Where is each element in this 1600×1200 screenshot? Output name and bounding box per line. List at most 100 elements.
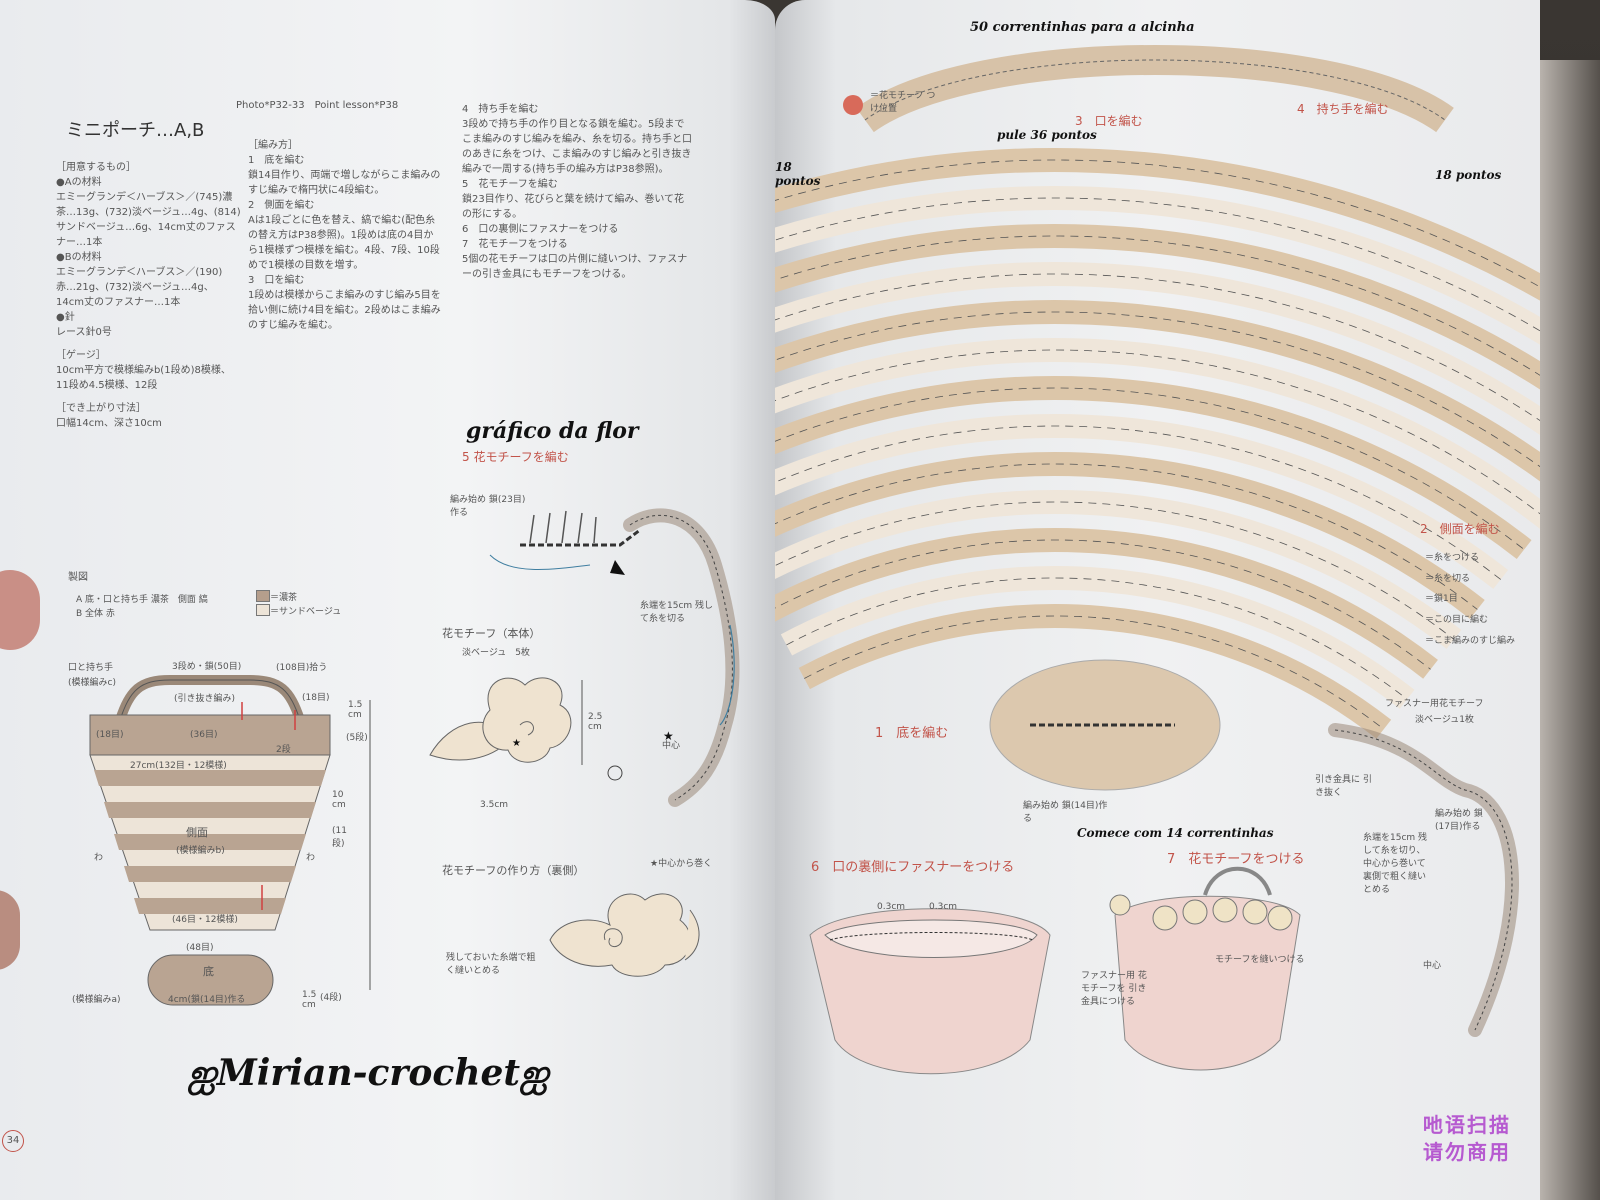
page-number: 34 <box>2 1130 24 1152</box>
method-column: ［編み方］ 1 底を編む 鎖14目作り、両端で増しながらこま編みのすじ編みで楕円… <box>248 138 443 333</box>
flower-body-color: 淡ベージュ 5枚 <box>462 648 530 658</box>
stitch-row <box>775 463 1478 610</box>
handle-pick: (108目)拾う <box>276 663 328 673</box>
wa-right: わ <box>306 853 316 863</box>
handle-label: 口と持ち手 <box>68 663 114 673</box>
flower-chart-diagram: ★ <box>489 508 740 807</box>
flower-start-label: 編み始め 鎖(23目)作る <box>450 495 526 518</box>
step3-label: 3 口を編む <box>1075 114 1143 128</box>
stitch-row <box>775 159 1540 288</box>
zipper-step-title: 6 口の裏側にファスナーをつける <box>811 860 1015 875</box>
stitch-row <box>775 273 1540 422</box>
stitch-row <box>775 311 1540 468</box>
symbol-legend: ＝糸をつける ＝糸を切る ＝鎖1目 ＝この目に編む ＝こま編みのすじ編み <box>1425 548 1535 651</box>
legend-sand-swatch <box>256 604 270 616</box>
zipper-start-label: 編み始め 鎖(17目)作る <box>1435 809 1483 832</box>
step1-text: 鎖14目作り、両端で増しながらこま編みのすじ編みで楕円状に4段編む。 <box>248 170 441 196</box>
note-start-14: Comece com 14 correntinhas <box>1077 826 1274 840</box>
materials-a-label: ●Aの材料 <box>56 177 102 188</box>
flower-roll-label: ★中心から巻く <box>650 859 713 869</box>
note-18-right: 18 pontos <box>1435 168 1502 182</box>
step1-label: 1 底を編む <box>875 726 949 741</box>
stamp-line-2: 请勿商用 <box>1423 1140 1511 1164</box>
finger-lower <box>0 890 20 970</box>
flower-make-illustration <box>549 893 700 977</box>
fan-band <box>775 338 1540 529</box>
diagram-title: 製図 <box>68 572 88 583</box>
materials-heading: ［用意するもの］ <box>56 162 136 173</box>
dim-4rows: (4段) <box>320 993 342 1003</box>
step7-title: 7 花モチーフをつける <box>462 239 568 250</box>
dim-11rows: (11段) <box>332 826 347 849</box>
attach-motif-label: モチーフを縫いつける <box>1215 955 1305 965</box>
left-page: ミニポーチ…A,B Photo*P32-33 Point lesson*P38 … <box>0 0 775 1200</box>
legend-dark: ＝濃茶 <box>270 593 298 603</box>
flower-height: 2.5 cm <box>588 712 603 732</box>
note-18-left: 18 pontos <box>775 160 821 188</box>
finger <box>0 570 40 650</box>
materials-b-text: エミーグランデ＜ハーブス＞／(190)赤…21g、(732)淡ベージュ…4g、1… <box>56 267 223 308</box>
dim-18b: (18目) <box>302 693 330 703</box>
fan-bands <box>775 148 1540 739</box>
right-page: 50 correntinhas para a alcinha pule 36 p… <box>775 0 1540 1200</box>
legend-work-in: ＝この目に編む <box>1425 615 1489 626</box>
method-column-2: 4 持ち手を編む 3段めで持ち手の作り目となる鎖を編む。5段までこま編みのすじ編… <box>462 102 692 282</box>
flower-section-title: 5 花モチーフを編む <box>462 450 569 464</box>
step2-text: Aは1段ごとに色を替え、縞で編む(配色糸の替え方はP38参照)。1段めは底の4目… <box>248 215 440 271</box>
stamp-line-1: 吔语扫描 <box>1423 1113 1511 1137</box>
method-heading: ［編み方］ <box>248 140 298 151</box>
dim-48: (48目) <box>186 943 214 953</box>
stitch-row <box>775 387 1525 550</box>
attach-step-title: 7 花モチーフをつける <box>1167 852 1305 867</box>
dim-10: 10 cm <box>332 790 346 810</box>
step4-text: 3段めで持ち手の作り目となる鎖を編む。5段までこま編みのすじ編みを編み、糸を切る… <box>462 119 692 175</box>
zipper-center-label: 中心 <box>1423 961 1442 971</box>
stitch-row <box>775 197 1540 332</box>
attach-zipper-label: ファスナー用 花モチーフを 引き金具につける <box>1081 971 1147 1007</box>
note-skip-36: pule 36 pontos <box>997 128 1097 142</box>
dim-1-5: 1.5 cm <box>348 700 363 720</box>
step4-label: 4 持ち手を編む <box>1297 102 1389 116</box>
dim-27: 27cm(132目・12模様) <box>130 761 227 771</box>
zipper-motif-title: ファスナー用花モチーフ <box>1385 699 1484 709</box>
materials-column: ［用意するもの］ ●Aの材料 エミーグランデ＜ハーブス＞／(745)濃茶…13g… <box>56 160 241 431</box>
flower-center-label: 中心 <box>662 741 681 751</box>
fan-band <box>775 414 1509 589</box>
zipper-gap-b: 0.3cm <box>929 902 958 912</box>
dim-46: (46目・12模様) <box>172 915 238 925</box>
watermark: ஐMirian-crochetஐ <box>188 1052 549 1094</box>
side-pattern: (模様編みb) <box>176 846 225 856</box>
note-50-chains: 50 correntinhas para a alcinha <box>970 20 1195 35</box>
step6-title: 6 口の裏側にファスナーをつける <box>462 224 619 235</box>
zipper-tail-label: 糸端を15cm 残して糸を切り、中心から巻いて 裏側で粗く縫いとめる <box>1363 833 1428 895</box>
stitch-row <box>804 615 1385 730</box>
page-edges <box>1540 60 1600 1200</box>
step7-text: 5個の花モチーフは口の片側に縫いつけ、ファスナーの引き金具にもモチーフをつける。 <box>462 254 688 280</box>
zipper-motif-color: 淡ベージュ1枚 <box>1415 715 1474 725</box>
fan-band <box>775 224 1540 390</box>
crochet-chart <box>775 45 1540 1075</box>
side-label: 側面 <box>186 826 208 839</box>
scan-stamp: 吔语扫描 请勿商用 <box>1423 1112 1511 1166</box>
handle-slip: (引き抜き編み) <box>174 694 236 704</box>
needle-label: ●針 <box>56 312 75 323</box>
flower-sew-label: 残しておいた糸端で粗く縫いとめる <box>446 953 536 976</box>
needle-text: レース針0号 <box>56 327 112 338</box>
bottom-label: 底 <box>203 965 214 978</box>
legend-sand: ＝サンドベージュ <box>270 607 342 617</box>
svg-text:★: ★ <box>663 729 674 743</box>
legend-a: A 底・口と持ち手 濃茶 側面 縞 <box>76 595 208 605</box>
stitch-row <box>786 577 1408 700</box>
legend-b: B 全体 赤 <box>76 609 115 619</box>
step2-title: 2 側面を編む <box>248 200 315 211</box>
dim-1-5b: 1.5 cm <box>302 990 317 1010</box>
step3-text: 1段めは模様からこま編みのすじ編み5目を拾い側に続け4目を編む。2段めはこま編み… <box>248 290 441 331</box>
step4-title: 4 持ち手を編む <box>462 104 539 115</box>
bottom-start-label: 編み始め 鎖(14目)作る <box>1023 801 1108 824</box>
step2-label: 2 側面を編む <box>1420 522 1500 536</box>
motif-position-label: ＝花モチーフ つけ位置 <box>870 91 936 114</box>
size-heading: ［でき上がり寸法］ <box>56 403 146 414</box>
wa-left: わ <box>94 853 104 863</box>
flower-cut-label: 糸端を15cm 残して糸を切る <box>640 601 714 624</box>
